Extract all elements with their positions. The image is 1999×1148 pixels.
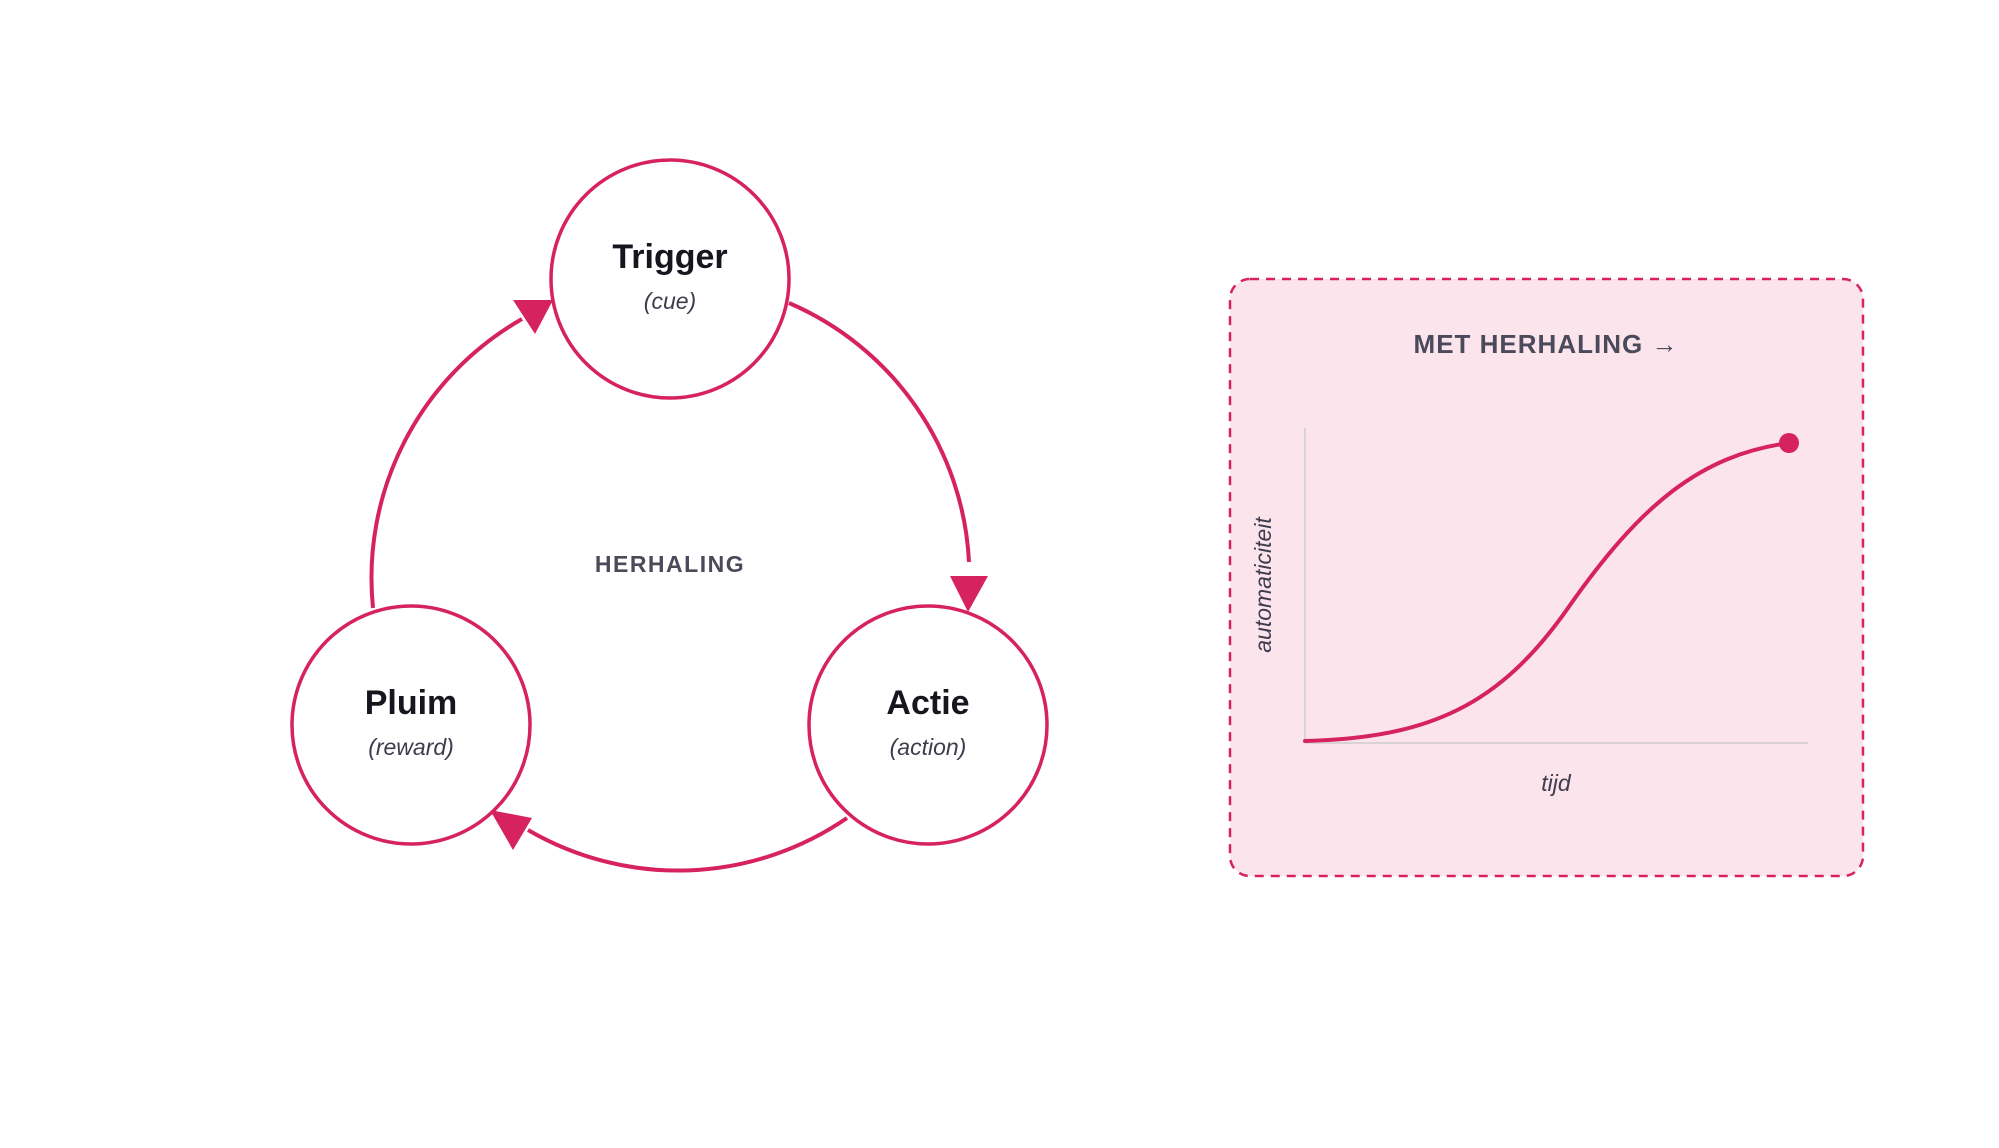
node-trigger: Trigger (cue) xyxy=(549,158,791,400)
node-action: Actie (action) xyxy=(807,604,1049,846)
node-trigger-subtitle: (cue) xyxy=(644,288,696,314)
repetition-panel: MET HERHALING → tijd automaticiteit xyxy=(1228,277,1865,878)
node-trigger-circle xyxy=(549,158,791,400)
arrow-trigger-to-action xyxy=(788,301,971,563)
automaticity-curve xyxy=(1303,441,1791,743)
node-action-title: Actie xyxy=(886,684,969,722)
x-axis-label: tijd xyxy=(1541,770,1572,796)
curve-endpoint-dot xyxy=(1779,433,1799,453)
arrowhead-trigger-to-action xyxy=(950,576,988,612)
node-action-subtitle: (action) xyxy=(890,734,967,760)
repetition-panel-title: MET HERHALING → xyxy=(1414,329,1679,359)
arrowhead-reward-to-trigger xyxy=(513,300,553,334)
arrowhead-action-to-reward xyxy=(490,810,532,850)
arrow-action-to-reward xyxy=(526,816,849,873)
node-reward-circle xyxy=(290,604,532,846)
node-reward-subtitle: (reward) xyxy=(368,734,454,760)
node-reward: Pluim (reward) xyxy=(290,604,532,846)
cycle-center-label: HERHALING xyxy=(595,551,745,577)
node-reward-title: Pluim xyxy=(365,684,458,722)
node-action-circle xyxy=(807,604,1049,846)
habit-loop-diagram: HERHALING Trigger (cue) Actie (action) P… xyxy=(290,158,1049,873)
y-axis-label: automaticiteit xyxy=(1250,516,1276,653)
node-trigger-title: Trigger xyxy=(612,238,727,276)
arrow-reward-to-trigger xyxy=(369,317,523,609)
repetition-panel-box xyxy=(1228,277,1865,878)
